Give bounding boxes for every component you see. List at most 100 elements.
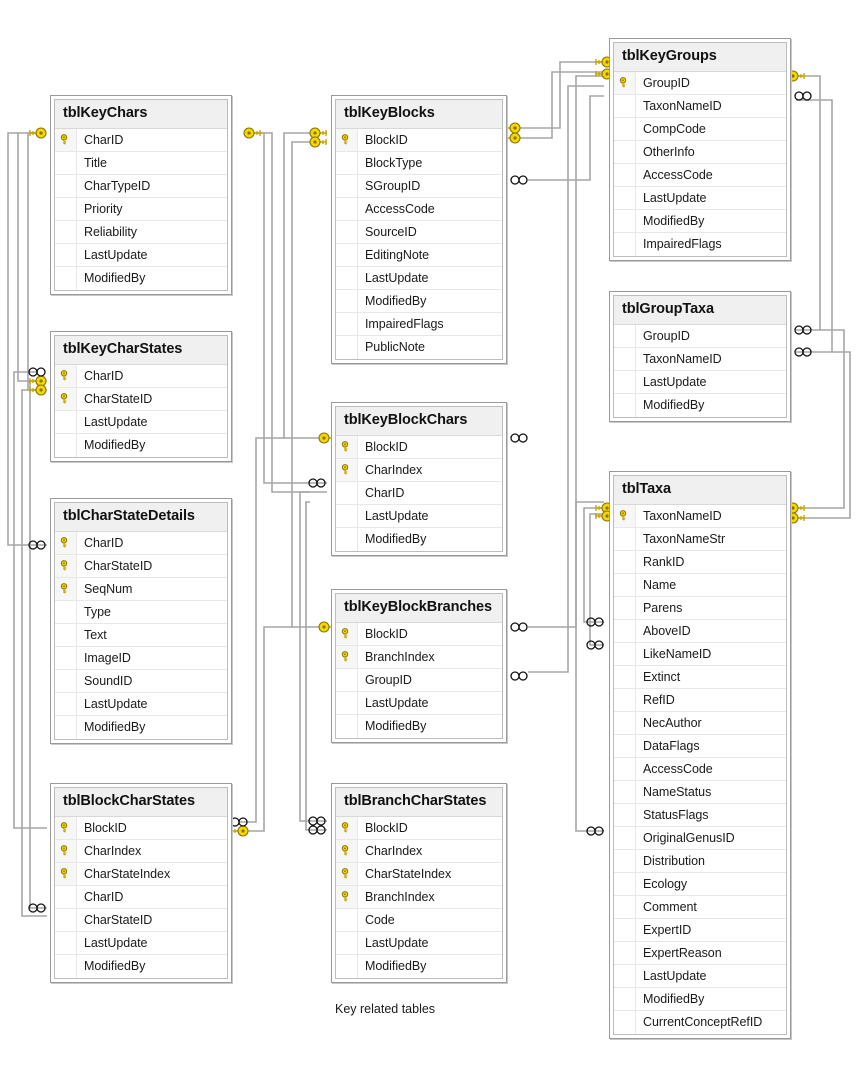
field-row[interactable]: LikeNameID <box>614 642 786 666</box>
field-row[interactable]: ModifiedBy <box>614 393 786 417</box>
field-row[interactable]: ModifiedBy <box>614 987 786 1011</box>
field-row[interactable]: ModifiedBy <box>336 527 502 551</box>
field-row[interactable]: Priority <box>55 197 227 221</box>
field-row[interactable]: CharStateID <box>55 387 227 411</box>
field-row[interactable]: Reliability <box>55 220 227 244</box>
field-row[interactable]: ModifiedBy <box>55 954 227 978</box>
field-row[interactable]: BranchIndex <box>336 885 502 909</box>
field-row[interactable]: CharID <box>336 481 502 505</box>
field-row[interactable]: TaxonNameID <box>614 504 786 528</box>
field-row[interactable]: RefID <box>614 688 786 712</box>
field-row[interactable]: RankID <box>614 550 786 574</box>
field-row[interactable]: Text <box>55 623 227 647</box>
field-row[interactable]: LastUpdate <box>614 964 786 988</box>
field-row[interactable]: CharID <box>55 885 227 909</box>
field-row[interactable]: BlockID <box>336 128 502 152</box>
field-row[interactable]: TaxonNameID <box>614 347 786 371</box>
field-row[interactable]: CharTypeID <box>55 174 227 198</box>
field-row[interactable]: ImageID <box>55 646 227 670</box>
field-row[interactable]: AccessCode <box>336 197 502 221</box>
field-row[interactable]: GroupID <box>614 71 786 95</box>
field-row[interactable]: LastUpdate <box>336 931 502 955</box>
field-row[interactable]: DataFlags <box>614 734 786 758</box>
field-row[interactable]: NecAuthor <box>614 711 786 735</box>
field-row[interactable]: LastUpdate <box>336 691 502 715</box>
field-row[interactable]: GroupID <box>614 324 786 348</box>
field-row[interactable]: Comment <box>614 895 786 919</box>
field-row[interactable]: Parens <box>614 596 786 620</box>
field-row[interactable]: Extinct <box>614 665 786 689</box>
field-row[interactable]: CharIndex <box>336 839 502 863</box>
field-row[interactable]: ImpairedFlags <box>336 312 502 336</box>
field-row[interactable]: CharStateIndex <box>55 862 227 886</box>
field-row[interactable]: ModifiedBy <box>614 209 786 233</box>
field-row[interactable]: CharIndex <box>336 458 502 482</box>
field-row[interactable]: TaxonNameStr <box>614 527 786 551</box>
field-row[interactable]: ModifiedBy <box>55 715 227 739</box>
field-row[interactable]: LastUpdate <box>55 931 227 955</box>
field-row[interactable]: BlockID <box>336 622 502 646</box>
field-row[interactable]: LastUpdate <box>336 504 502 528</box>
field-row[interactable]: SGroupID <box>336 174 502 198</box>
field-row[interactable]: OriginalGenusID <box>614 826 786 850</box>
field-row[interactable]: PublicNote <box>336 335 502 359</box>
field-row[interactable]: ModifiedBy <box>336 954 502 978</box>
field-row[interactable]: LastUpdate <box>55 410 227 434</box>
field-row[interactable]: CurrentConceptRefID <box>614 1010 786 1034</box>
field-row[interactable]: EditingNote <box>336 243 502 267</box>
field-row[interactable]: Ecology <box>614 872 786 896</box>
field-row[interactable]: AboveID <box>614 619 786 643</box>
field-row[interactable]: ModifiedBy <box>336 289 502 313</box>
field-row[interactable]: SourceID <box>336 220 502 244</box>
field-row[interactable]: SeqNum <box>55 577 227 601</box>
field-row[interactable]: BlockID <box>336 435 502 459</box>
field-row[interactable]: NameStatus <box>614 780 786 804</box>
field-row[interactable]: BlockType <box>336 151 502 175</box>
field-row[interactable]: CharStateID <box>55 554 227 578</box>
field-row[interactable]: Type <box>55 600 227 624</box>
field-row[interactable]: CharStateID <box>55 908 227 932</box>
field-row[interactable]: ModifiedBy <box>55 266 227 290</box>
field-row[interactable]: ModifiedBy <box>55 433 227 457</box>
field-row[interactable]: AccessCode <box>614 163 786 187</box>
field-row[interactable]: CharID <box>55 531 227 555</box>
field-row[interactable]: LastUpdate <box>55 243 227 267</box>
field-row[interactable]: StatusFlags <box>614 803 786 827</box>
field-row[interactable]: BlockID <box>55 816 227 840</box>
field-row[interactable]: LastUpdate <box>614 370 786 394</box>
field-row[interactable]: LastUpdate <box>336 266 502 290</box>
field-row[interactable]: LastUpdate <box>55 692 227 716</box>
field-row[interactable]: CompCode <box>614 117 786 141</box>
field-row[interactable]: Code <box>336 908 502 932</box>
field-row[interactable]: BlockID <box>336 816 502 840</box>
field-row[interactable]: BranchIndex <box>336 645 502 669</box>
field-row[interactable]: Title <box>55 151 227 175</box>
field-row[interactable]: CharID <box>55 128 227 152</box>
field-row[interactable]: LastUpdate <box>614 186 786 210</box>
field-row[interactable]: ExpertID <box>614 918 786 942</box>
field-row[interactable]: CharIndex <box>55 839 227 863</box>
field-row[interactable]: GroupID <box>336 668 502 692</box>
field-row[interactable]: ModifiedBy <box>336 714 502 738</box>
field-row[interactable]: SoundID <box>55 669 227 693</box>
field-row[interactable]: AccessCode <box>614 757 786 781</box>
field-row[interactable]: Distribution <box>614 849 786 873</box>
field-row[interactable]: OtherInfo <box>614 140 786 164</box>
field-row[interactable]: Name <box>614 573 786 597</box>
field-row[interactable]: CharStateIndex <box>336 862 502 886</box>
field-row[interactable]: ExpertReason <box>614 941 786 965</box>
field-row[interactable]: TaxonNameID <box>614 94 786 118</box>
field-row[interactable]: ImpairedFlags <box>614 232 786 256</box>
field-row[interactable]: CharID <box>55 364 227 388</box>
